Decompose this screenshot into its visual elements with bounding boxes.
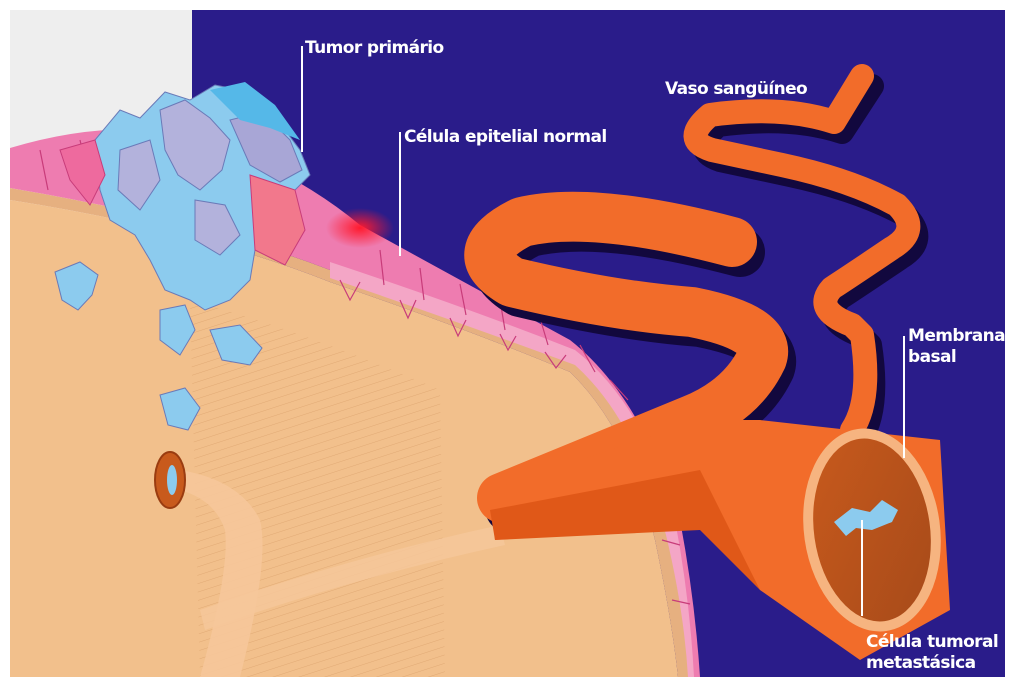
label-blood-vessel: Vaso sangüíneo <box>665 79 807 100</box>
label-basal-membrane-line2: basal <box>908 347 1005 368</box>
label-basal-membrane: Membrana basal <box>908 326 1005 368</box>
label-normal-epithelial-cell: Célula epitelial normal <box>404 127 607 148</box>
invading-cell <box>167 465 177 495</box>
label-basal-membrane-line1: Membrana <box>908 326 1005 347</box>
label-primary-tumor: Tumor primário <box>305 38 444 59</box>
label-metastatic-line1: Célula tumoral <box>866 632 998 653</box>
label-metastatic-tumor-cell: Célula tumoral metastásica <box>866 632 998 674</box>
red-highlight <box>326 208 394 248</box>
label-metastatic-line2: metastásica <box>866 653 998 674</box>
